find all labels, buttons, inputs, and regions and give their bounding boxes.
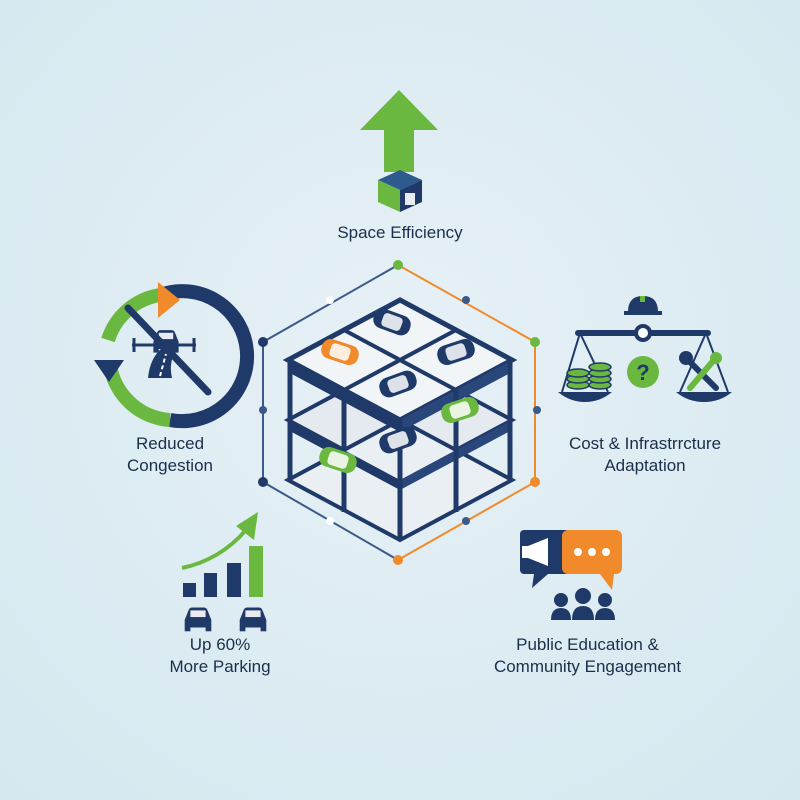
balance-scale-icon: ?: [558, 296, 732, 402]
space-efficiency-label: Space Efficiency: [337, 223, 463, 242]
cost-infrastructure-line1: Cost & Infrastrrcture: [568, 434, 722, 453]
public-engagement-line1: Public Education &: [516, 635, 659, 654]
public-engagement-label: Public Education & Community Engagement: [465, 634, 710, 678]
parking-structure-icon: [282, 297, 518, 543]
cost-infrastructure-label: Cost & Infrastrrcture Adaptation: [545, 433, 745, 477]
more-parking-line2: More Parking: [169, 657, 271, 676]
arrow-up-box-icon: [360, 90, 438, 212]
more-parking-label: Up 60% More Parking: [140, 634, 300, 678]
growth-bar-chart-cars-icon: [181, 512, 267, 632]
reduced-congestion-line1: Reduced: [135, 434, 205, 453]
reduced-congestion-label: Reduced Congestion: [90, 433, 250, 477]
cost-infrastructure-line2: Adaptation: [604, 456, 686, 475]
svg-text:?: ?: [636, 360, 649, 385]
megaphone-chat-people-icon: [520, 530, 622, 620]
reduced-congestion-line2: Congestion: [126, 456, 213, 475]
more-parking-line1: Up 60%: [189, 635, 251, 654]
circular-arrows-no-traffic-icon: [94, 282, 255, 429]
hexagon-connector: [258, 260, 541, 565]
public-engagement-line2: Community Engagement: [493, 657, 682, 676]
